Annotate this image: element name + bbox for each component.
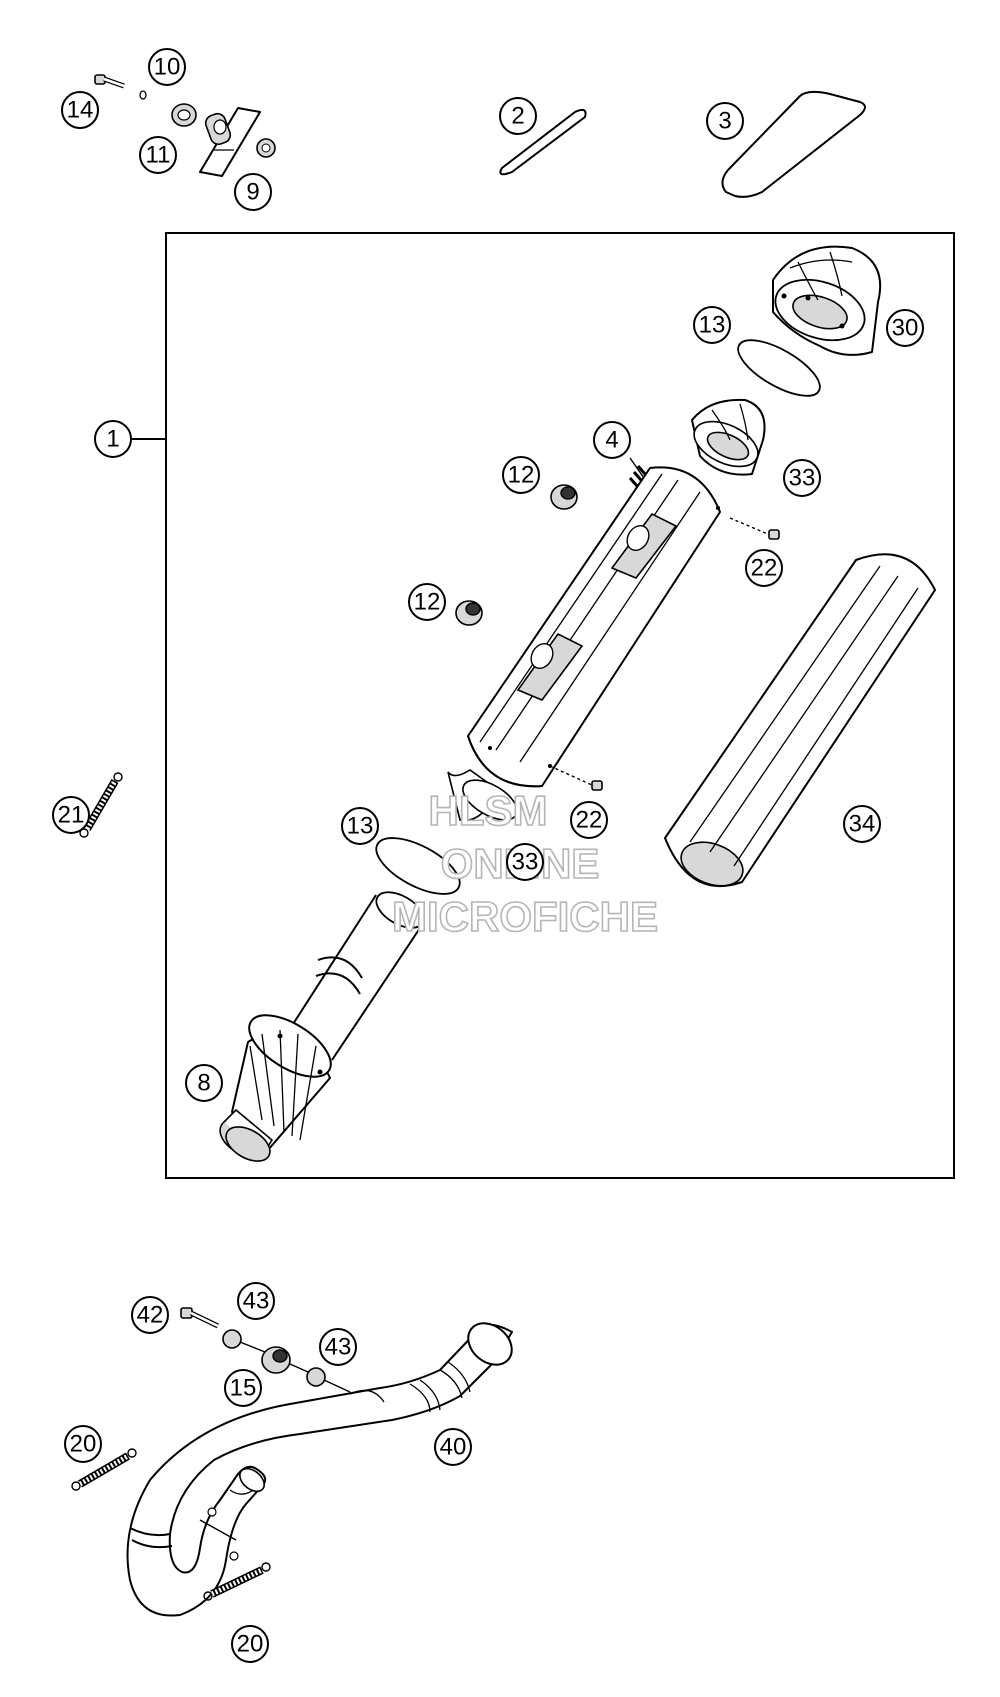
callout-12-upper: 12: [502, 456, 540, 494]
callout-42: 42: [131, 1296, 169, 1334]
watermark-line-1: HLSM: [429, 787, 548, 834]
callout-3: 3: [706, 102, 744, 140]
callout-34: 34: [843, 805, 881, 843]
washer-43-left-part: [222, 1329, 242, 1349]
spring-20-upper-part: [71, 1448, 137, 1491]
callout-2: 2: [499, 97, 537, 135]
svg-text:13: 13: [699, 312, 726, 339]
bracket-plate-part: [199, 107, 261, 177]
muffler-body-4-part: [467, 465, 721, 788]
svg-text:12: 12: [508, 462, 535, 489]
svg-text:43: 43: [325, 1334, 352, 1361]
callout-9: 9: [234, 173, 272, 211]
grommet-12-upper-part: [550, 484, 578, 510]
callout-22-lower: 22: [570, 801, 608, 839]
watermark-line-3: MICROFICHE: [392, 893, 658, 940]
svg-text:2: 2: [511, 103, 524, 130]
screw-22-upper-part: [729, 517, 780, 540]
svg-text:11: 11: [146, 142, 171, 169]
nut-9-part: [256, 138, 276, 158]
svg-text:10: 10: [154, 54, 181, 81]
svg-text:34: 34: [849, 811, 876, 838]
svg-text:14: 14: [67, 97, 94, 124]
callout-11: 11: [139, 136, 177, 174]
svg-text:4: 4: [605, 427, 618, 454]
svg-text:20: 20: [70, 1431, 97, 1458]
callout-20-lower: 20: [231, 1625, 269, 1663]
svg-text:20: 20: [237, 1631, 264, 1658]
svg-text:33: 33: [512, 849, 539, 876]
svg-text:42: 42: [137, 1302, 164, 1329]
callout-4: 4: [593, 421, 631, 459]
gasket-ring-13-lower-part: [375, 837, 461, 895]
screw-22-lower-part: [549, 765, 603, 791]
svg-text:8: 8: [197, 1070, 210, 1097]
heat-shield-strip-2-part: [499, 108, 587, 176]
bracket-group: [94, 74, 276, 177]
svg-text:21: 21: [58, 802, 85, 829]
callout-21: 21: [52, 796, 90, 834]
svg-text:30: 30: [892, 315, 919, 342]
svg-text:40: 40: [440, 1434, 467, 1461]
callout-1: 1: [94, 420, 132, 458]
svg-text:1: 1: [106, 426, 119, 453]
callout-10: 10: [148, 48, 186, 86]
callout-33-upper: 33: [783, 459, 821, 497]
callout-8: 8: [185, 1064, 223, 1102]
callout-43-lower: 43: [319, 1328, 357, 1366]
bolt-14-part: [94, 74, 125, 89]
washer-10-part: [139, 90, 147, 100]
svg-text:9: 9: [246, 179, 259, 206]
inner-cone-33-lower-part: [447, 769, 518, 822]
callout-14: 14: [61, 91, 99, 129]
header-pipe-40-part: [126, 1322, 513, 1617]
callout-40: 40: [434, 1428, 472, 1466]
svg-text:12: 12: [414, 589, 441, 616]
end-cap-30-part: [772, 245, 882, 356]
callout-15: 15: [224, 1369, 262, 1407]
callout-12-lower: 12: [408, 583, 446, 621]
spring-20-lower-part: [203, 1562, 271, 1601]
svg-text:13: 13: [347, 813, 374, 840]
callout-13-upper: 13: [693, 306, 731, 344]
svg-text:15: 15: [230, 1375, 257, 1402]
svg-text:33: 33: [789, 465, 816, 492]
header-pipe-8-part: [219, 891, 425, 1162]
callout-13-lower: 13: [341, 807, 379, 845]
svg-text:43: 43: [243, 1288, 270, 1315]
callout-30: 30: [886, 309, 924, 347]
spring-21-part: [79, 772, 123, 838]
svg-text:22: 22: [576, 807, 603, 834]
svg-text:3: 3: [718, 108, 731, 135]
callout-layer: 14 10 11 9 2 3 1 13 30 4 12 33 22 12 34 …: [52, 48, 924, 1663]
bolt-42-part: [180, 1307, 220, 1329]
gasket-ring-13-upper-part: [737, 339, 821, 397]
grommet-12-lower-part: [455, 600, 483, 626]
callout-22-upper: 22: [745, 549, 783, 587]
callout-20-upper: 20: [64, 1425, 102, 1463]
mount-hardware-group: [180, 1307, 351, 1393]
svg-text:22: 22: [751, 555, 778, 582]
callout-33-lower: 33: [506, 843, 544, 881]
spacer-11-part: [171, 103, 197, 127]
leader-line-4: [629, 457, 645, 479]
assembly-frame: [165, 232, 955, 1179]
muffler-sleeve-34-part: [664, 553, 936, 887]
grommet-15-part: [261, 1346, 291, 1374]
washer-43-right-part: [306, 1367, 326, 1387]
heat-shield-plate-3-part: [721, 90, 866, 198]
inner-cap-33-upper-part: [691, 398, 766, 476]
callout-43-upper: 43: [237, 1282, 275, 1320]
